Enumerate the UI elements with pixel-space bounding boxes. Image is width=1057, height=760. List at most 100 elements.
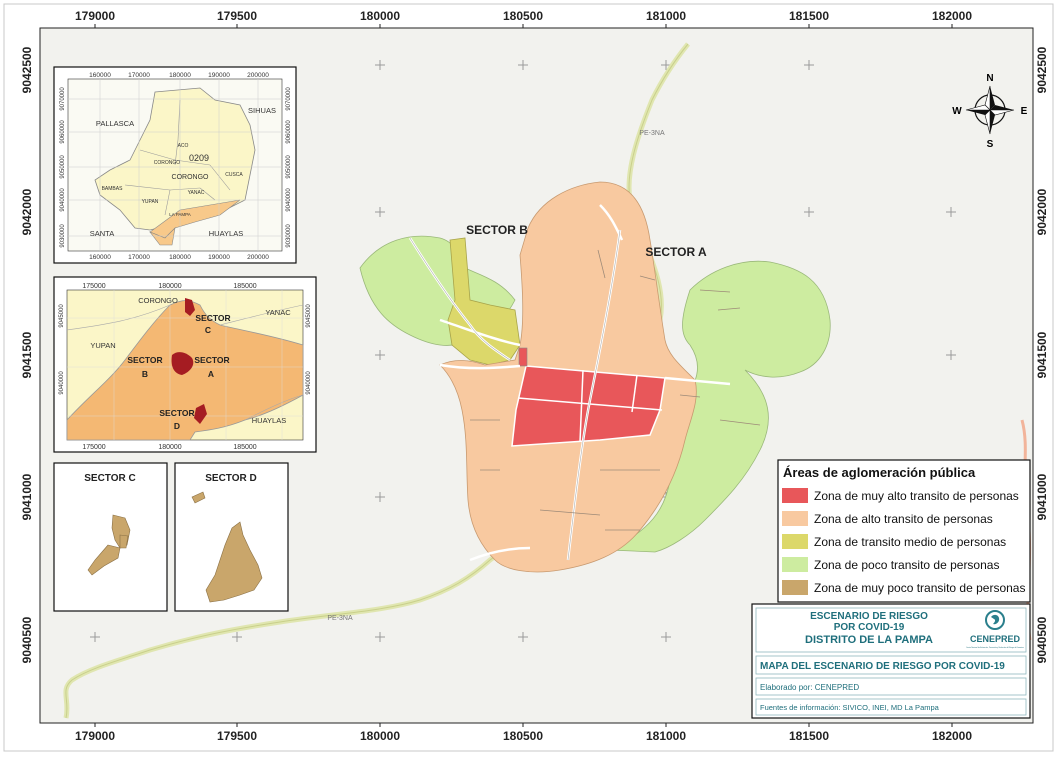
zone-internal-lines — [470, 249, 761, 531]
inset-district-x-label: 175000 — [82, 283, 105, 290]
inset-province-y-label: 9070000 — [60, 87, 66, 111]
inset-province-place: ACO — [178, 143, 189, 149]
cenepred-logo-text: CENEPRED — [970, 634, 1021, 644]
legend-label-high: Zona de alto transito de personas — [814, 512, 993, 526]
grid-x-label-bottom: 181500 — [789, 729, 829, 743]
inset-province-x-label: 190000 — [208, 254, 230, 261]
inset-district-place: YUPAN — [90, 341, 115, 350]
road-label: PE-3NA — [639, 130, 665, 137]
legend-label-very-high: Zona de muy alto transito de personas — [814, 489, 1019, 503]
title-line-2: POR COVID-19 — [834, 622, 905, 633]
inset-province-place: PALLASCA — [96, 119, 134, 128]
inset-province-place: YANAC — [188, 190, 205, 196]
inset-sector-c: SECTOR C — [53, 462, 168, 612]
inset-district-sector-a-letter: A — [208, 369, 214, 379]
north-arrow: N S E W — [952, 73, 1027, 150]
inset-district-sector-d-name: SECTOR — [159, 408, 194, 418]
inset-district-x-label: 175000 — [82, 444, 105, 451]
inset-province-y-label: 9060000 — [60, 120, 66, 144]
grid-x-label-top: 181500 — [789, 9, 829, 23]
inset-district-y-label: 9045000 — [59, 304, 65, 328]
inset-province-y-label: 9060000 — [286, 120, 292, 144]
inset-province-place: YUPAN — [142, 199, 159, 205]
grid-x-label-top: 180500 — [503, 9, 543, 23]
inset-province-place: LA PAMPA — [169, 212, 191, 217]
inset-district-sector-c-name: SECTOR — [195, 313, 230, 323]
grid-x-label-top: 179000 — [75, 9, 115, 23]
legend-label-medium: Zona de transito medio de personas — [814, 535, 1006, 549]
inset-district-y-label: 9040000 — [306, 371, 312, 395]
zone-very-high-transit-small — [518, 347, 528, 367]
grid-x-label-bottom: 182000 — [932, 729, 972, 743]
inset-province-place: SIHUAS — [248, 106, 276, 115]
inset-district-place: HUAYLAS — [252, 416, 286, 425]
elaborado-por: Elaborado por: CENEPRED — [760, 683, 859, 692]
grid-y-label-left: 9042000 — [20, 188, 34, 235]
sector-a-label: SECTOR A — [645, 245, 707, 259]
local-roads-outline — [409, 229, 621, 561]
grid-y-label-right: 9042500 — [1035, 46, 1049, 93]
grid-y-label-right: 9041500 — [1035, 331, 1049, 378]
grid-x-label-top: 179500 — [217, 9, 257, 23]
inset-province-x-label: 190000 — [208, 72, 230, 79]
legend-title: Áreas de aglomeración pública — [783, 465, 976, 480]
fuentes-informacion: Fuentes de información: SIVICO, INEI, MD… — [760, 703, 940, 712]
inset-sector-d: SECTOR D — [174, 462, 289, 612]
inset-province-x-label: 160000 — [89, 254, 111, 261]
inset-district-y-label: 9040000 — [59, 371, 65, 395]
grid-y-label-left: 9041500 — [20, 331, 34, 378]
inset-district-place: YANAC — [265, 308, 291, 317]
inset-district: 175000 180000 185000 175000 180000 18500… — [53, 276, 317, 453]
cenepred-logo-subtext: Centro Nacional de Estimación, Prevenció… — [966, 646, 1024, 649]
cenepred-logo-icon — [985, 610, 1005, 630]
inset-province-place: CORONGO — [172, 174, 210, 181]
inset-district-x-label: 185000 — [233, 444, 256, 451]
grid-x-label-bottom: 180000 — [360, 729, 400, 743]
inset-province-y-label: 9070000 — [286, 87, 292, 111]
inset-sector-d-title: SECTOR D — [205, 473, 257, 484]
title-line-1: ESCENARIO DE RIESGO — [810, 611, 928, 622]
inset-province-x-label: 200000 — [247, 72, 269, 79]
grid-x-label-bottom: 179000 — [75, 729, 115, 743]
grid-y-label-left: 9040500 — [20, 616, 34, 663]
map-title: MAPA DEL ESCENARIO DE RIESGO POR COVID-1… — [760, 661, 1005, 672]
inset-province-y-label: 9040000 — [60, 188, 66, 212]
inset-district-sector-b-name: SECTOR — [127, 355, 162, 365]
north-arrow-n: N — [986, 73, 993, 84]
grid-x-label-bottom: 181000 — [646, 729, 686, 743]
grid-x-label-bottom: 180500 — [503, 729, 543, 743]
grid-x-label-top: 180000 — [360, 9, 400, 23]
sector-b-label: SECTOR B — [466, 223, 528, 237]
grid-y-label-left: 9041000 — [20, 473, 34, 520]
inset-province-x-label: 180000 — [169, 254, 191, 261]
inset-district-sector-d-letter: D — [174, 421, 180, 431]
legend-swatch-medium — [782, 534, 808, 549]
inset-district-x-label: 180000 — [158, 444, 181, 451]
grid-y-label-left: 9042500 — [20, 46, 34, 93]
inset-province-y-label: 9030000 — [60, 224, 66, 248]
inset-district-sector-c-letter: C — [205, 325, 211, 335]
inset-province-y-label: 9040000 — [286, 188, 292, 212]
grid-x-label-top: 182000 — [932, 9, 972, 23]
road-label: PE-3NA — [327, 615, 353, 622]
inset-province-place: SANTA — [90, 229, 114, 238]
inset-province-x-label: 170000 — [128, 254, 150, 261]
inset-province-place: BAMBAS — [102, 186, 124, 192]
legend-swatch-low — [782, 557, 808, 572]
inset-province-y-label: 9050000 — [60, 155, 66, 179]
legend-swatch-high — [782, 511, 808, 526]
inset-district-x-label: 185000 — [233, 283, 256, 290]
inset-sector-c-title: SECTOR C — [84, 473, 136, 484]
grid-x-label-top: 181000 — [646, 9, 686, 23]
inset-district-x-label: 180000 — [158, 283, 181, 290]
grid-y-label-right: 9040500 — [1035, 616, 1049, 663]
legend-swatch-very-low — [782, 580, 808, 595]
title-block: ESCENARIO DE RIESGO POR COVID-19 DISTRIT… — [751, 603, 1031, 719]
inset-district-y-label: 9045000 — [306, 304, 312, 328]
inset-province-x-label: 180000 — [169, 72, 191, 79]
legend-label-low: Zona de poco transito de personas — [814, 558, 999, 572]
inset-province-place: CORONGO — [154, 160, 181, 166]
grid-ticks — [94, 24, 953, 727]
inset-province: 160000 170000 180000 190000 200000 16000… — [53, 66, 297, 264]
